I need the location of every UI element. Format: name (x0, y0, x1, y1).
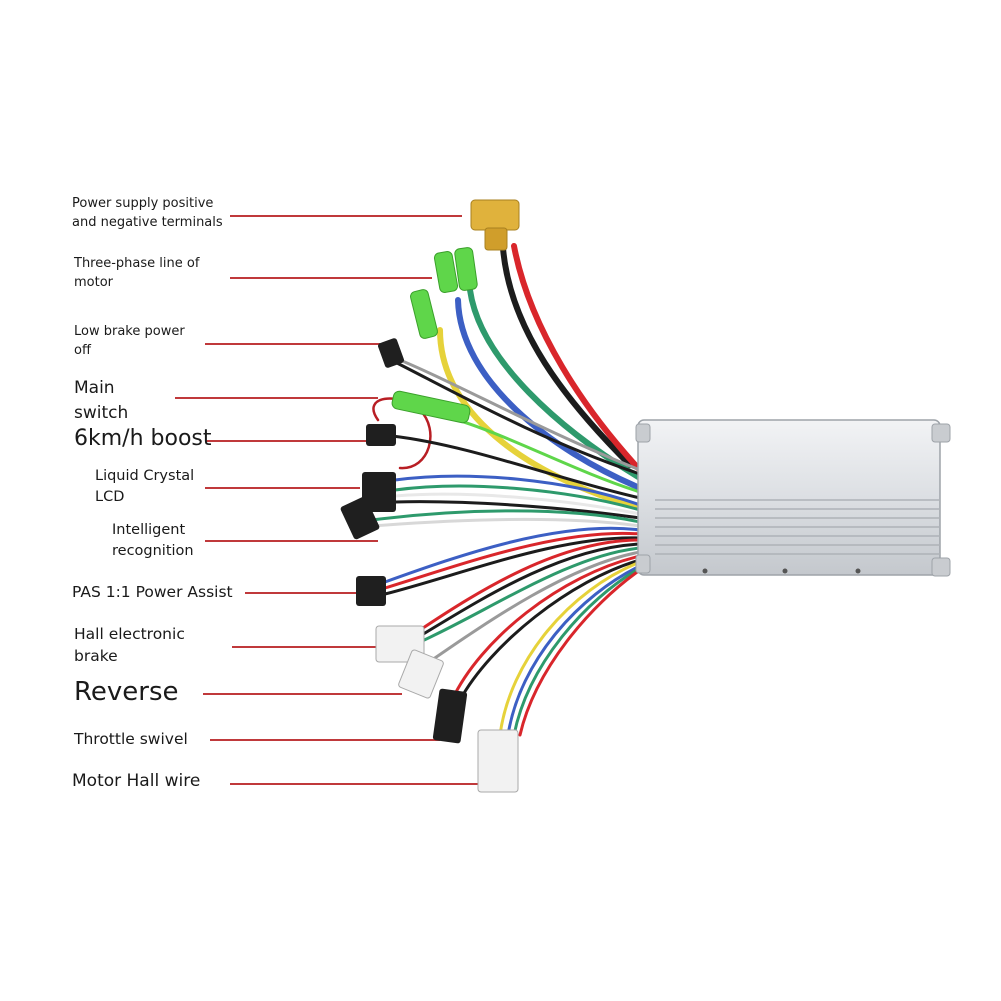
wire-brake-black (393, 360, 642, 476)
wire-brake-gray (393, 356, 642, 472)
wire-pas-blue (383, 526, 642, 584)
wire-mh-blue (506, 564, 642, 737)
wire-lcd-white (393, 492, 642, 516)
wire-throttle-red (450, 554, 642, 702)
label-hall-brake-line1: Hall electronic (74, 625, 185, 643)
label-lcd-line2: LCD (95, 489, 125, 506)
label-main-switch: Main switch (74, 376, 128, 425)
wire-power-red (511, 243, 641, 471)
wire-pas-black (383, 536, 642, 596)
label-hall-brake: Hall electronic brake (74, 623, 185, 668)
wire-boost-black (390, 434, 642, 500)
wire-hall-green (418, 546, 642, 644)
label-pas: PAS 1:1 Power Assist (72, 581, 233, 603)
label-low-brake-line1: Low brake power (74, 324, 185, 339)
controller-housing (635, 419, 951, 577)
wire-bundle (370, 243, 643, 737)
wire-phase-blue (455, 297, 643, 491)
label-hall-brake-line2: brake (74, 647, 118, 666)
label-three-phase-line1: Three-phase line of (74, 256, 200, 271)
label-main-switch-line2: switch (74, 402, 129, 423)
wire-pas-red (383, 531, 642, 590)
wire-rev-gray (430, 550, 642, 662)
label-intelligent-line1: Intelligent (112, 522, 186, 538)
label-reverse-line1: Reverse (74, 677, 179, 707)
small-black-connectors (340, 338, 468, 744)
label-intelligent: Intelligent recognition (112, 520, 194, 562)
label-power-supply-line1: Power supply positive (72, 196, 214, 211)
wire-mh-green (512, 566, 642, 737)
white-connectors (375, 625, 519, 793)
xt60-connector (470, 199, 520, 251)
label-reverse: Reverse (74, 677, 179, 708)
wire-hall-red (418, 538, 642, 632)
label-lcd-line1: Liquid Crystal (95, 468, 195, 484)
wire-hall-black (418, 542, 642, 638)
label-boost-line1: 6km/h boost (74, 426, 212, 451)
label-boost: 6km/h boost (74, 426, 212, 452)
label-throttle: Throttle swivel (74, 728, 188, 750)
label-three-phase-line2: motor (74, 274, 114, 290)
label-motor-hall-line1: Motor Hall wire (72, 771, 201, 791)
wire-intel-white (370, 518, 642, 528)
main-switch-bullet (391, 390, 471, 424)
label-low-brake-line2: off (74, 342, 91, 358)
label-low-brake: Low brake power off (74, 323, 185, 361)
phase-bullet-connectors (410, 247, 478, 339)
label-throttle-line1: Throttle swivel (74, 730, 188, 748)
wire-lcd-blue (393, 474, 642, 507)
wire-mh-yellow (498, 560, 642, 737)
wire-lcd-black (393, 500, 642, 520)
wire-throttle-black (458, 558, 642, 702)
wire-power-black (500, 245, 633, 468)
label-pas-line1: PAS 1:1 Power Assist (72, 583, 233, 601)
label-intelligent-line2: recognition (112, 543, 194, 560)
label-lcd: Liquid Crystal LCD (95, 466, 194, 508)
wire-phase-yellow (437, 327, 643, 511)
label-motor-hall: Motor Hall wire (72, 769, 200, 794)
label-power-supply: Power supply positive and negative termi… (72, 195, 223, 233)
label-power-supply-line2: and negative terminals (72, 214, 223, 230)
leader-lines (175, 215, 480, 785)
label-three-phase: Three-phase line of motor (74, 255, 199, 293)
wire-intel-green (370, 509, 642, 524)
label-main-switch-line1: Main (74, 378, 115, 398)
wire-lcd-green (393, 484, 642, 512)
wire-mh-red (518, 568, 642, 737)
